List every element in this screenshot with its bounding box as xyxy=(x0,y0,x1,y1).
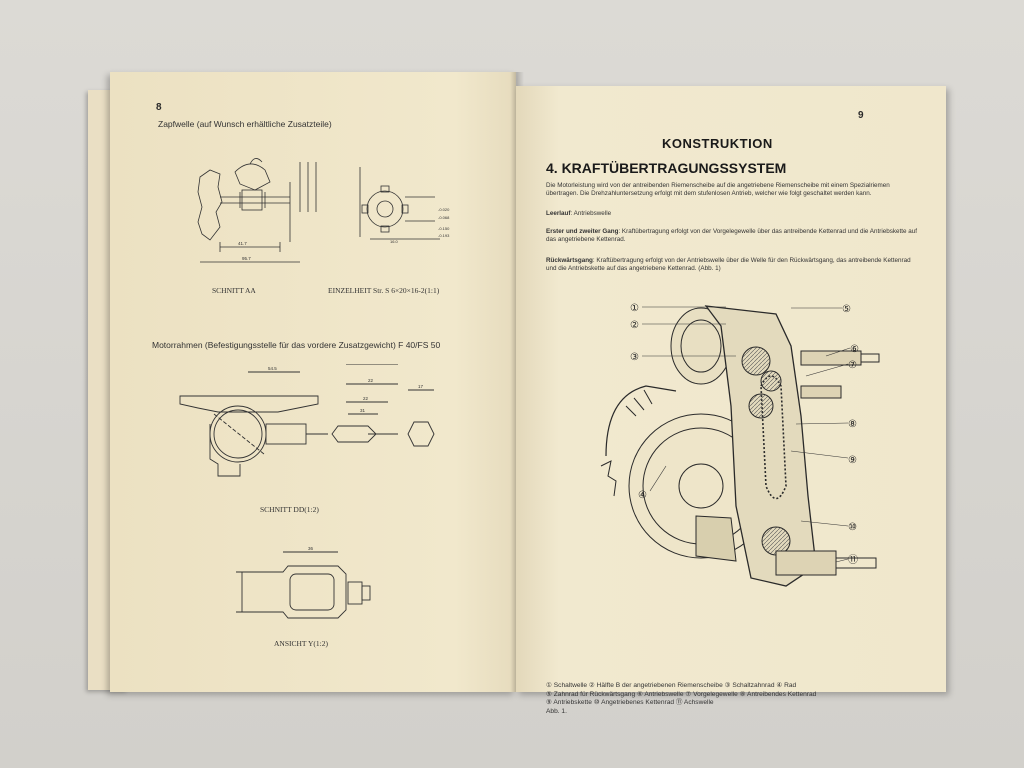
drawing-schnitt-dd: 54.5 43 22 22 31 17 xyxy=(179,364,435,477)
transmission-illustration: ① ② ③ ④ ⑤ ⑥ ⑦ ⑧ ⑨ ⑩ ⑪ xyxy=(600,303,880,587)
rueck-paragraph: Rückwärtsgang: Kraftübertragung erfolgt … xyxy=(546,257,918,273)
svg-text:-0.193: -0.193 xyxy=(438,233,450,238)
page-number-right: 9 xyxy=(858,110,864,121)
svg-text:95.7: 95.7 xyxy=(242,256,251,261)
svg-text:-0.068: -0.068 xyxy=(438,215,450,220)
legend-line-1: ① Schaltwelle ② Hälfte B der angetrieben… xyxy=(546,682,797,689)
drawing-ansicht-y: 36 xyxy=(236,546,371,619)
svg-text:22: 22 xyxy=(363,396,369,401)
caption-einzelheit: EINZELHEIT Str. S 6×20×16-2(1:1) xyxy=(328,286,440,295)
rueck-label: Rückwärtsgang xyxy=(546,257,593,264)
callout-8: ⑧ xyxy=(848,419,857,430)
leerlauf-text: : Antriebswelle xyxy=(570,210,612,217)
figure-label: Abb. 1. xyxy=(546,707,567,715)
callout-2: ② xyxy=(630,320,639,331)
svg-text:22: 22 xyxy=(368,378,374,383)
intro-paragraph: Die Motorleistung wird von der antreiben… xyxy=(546,182,890,197)
svg-text:-0.150: -0.150 xyxy=(438,226,450,231)
svg-text:36: 36 xyxy=(308,546,314,551)
heading-konstruktion: KONSTRUKTION xyxy=(662,136,773,151)
drawing-einzelheit-spline: -0.020 -0.068 -0.150 -0.193 16.0 xyxy=(359,167,450,244)
callout-9: ⑨ xyxy=(848,455,857,466)
heading-kraftuebertragung: 4. KRAFTÜBERTRAGUNGSSYSTEM xyxy=(546,160,787,176)
leerlauf-line: Leerlauf: Antriebswelle xyxy=(546,210,918,218)
callout-5: ⑤ xyxy=(842,304,851,315)
callout-4: ④ xyxy=(638,490,647,501)
legend-line-3: ⑨ Antriebskette ⑩ Angetriebenes Kettenra… xyxy=(546,699,714,707)
callout-10: ⑩ xyxy=(848,522,857,533)
caption-schnitt-dd: SCHNITT DD(1:2) xyxy=(260,505,319,514)
callout-3: ③ xyxy=(630,352,639,363)
drawing-schnitt-aa: 41.7 95.7 xyxy=(197,158,317,263)
svg-text:31: 31 xyxy=(360,408,366,413)
right-page: 9 KONSTRUKTION 4. KRAFTÜBERTRAGUNGSSYSTE… xyxy=(516,86,946,715)
gang-label: Erster und zweiter Gang xyxy=(546,228,619,235)
section-title-motorrahmen: Motorrahmen (Befestigungsstelle für das … xyxy=(152,340,441,350)
svg-text:-0.020: -0.020 xyxy=(438,207,450,212)
callout-6: ⑥ xyxy=(850,344,859,355)
caption-ansicht-y: ANSICHT Y(1:2) xyxy=(274,639,328,648)
svg-text:54.5: 54.5 xyxy=(268,366,277,371)
legend-line-2: ⑤ Zahnrad für Rückwärtsgang ⑥ Antriebswe… xyxy=(546,690,817,698)
callout-1: ① xyxy=(630,303,639,314)
leerlauf-label: Leerlauf xyxy=(546,210,571,217)
figure-legend: ① Schaltwelle ② Hälfte B der angetrieben… xyxy=(546,682,926,716)
page-number-left: 8 xyxy=(156,102,162,113)
caption-schnitt-aa: SCHNITT AA xyxy=(212,286,256,295)
callout-7: ⑦ xyxy=(848,360,857,371)
gang-paragraph: Erster und zweiter Gang: Kraftübertragun… xyxy=(546,228,918,244)
section-title-zapfwelle: Zapfwelle (auf Wunsch erhältliche Zusatz… xyxy=(158,119,332,129)
gang-text: : Kraftübertragung erfolgt von der Vorge… xyxy=(546,228,918,243)
open-manual: 8 Zapfwelle (auf Wunsch erhältliche Zusa… xyxy=(110,72,946,715)
left-page: 8 Zapfwelle (auf Wunsch erhältliche Zusa… xyxy=(110,72,516,692)
svg-text:17: 17 xyxy=(418,384,424,389)
svg-text:16.0: 16.0 xyxy=(390,239,399,244)
callout-11: ⑪ xyxy=(848,554,858,566)
rueck-text: : Kraftübertragung erfolgt von der Antri… xyxy=(546,257,911,272)
svg-text:41.7: 41.7 xyxy=(238,241,247,246)
